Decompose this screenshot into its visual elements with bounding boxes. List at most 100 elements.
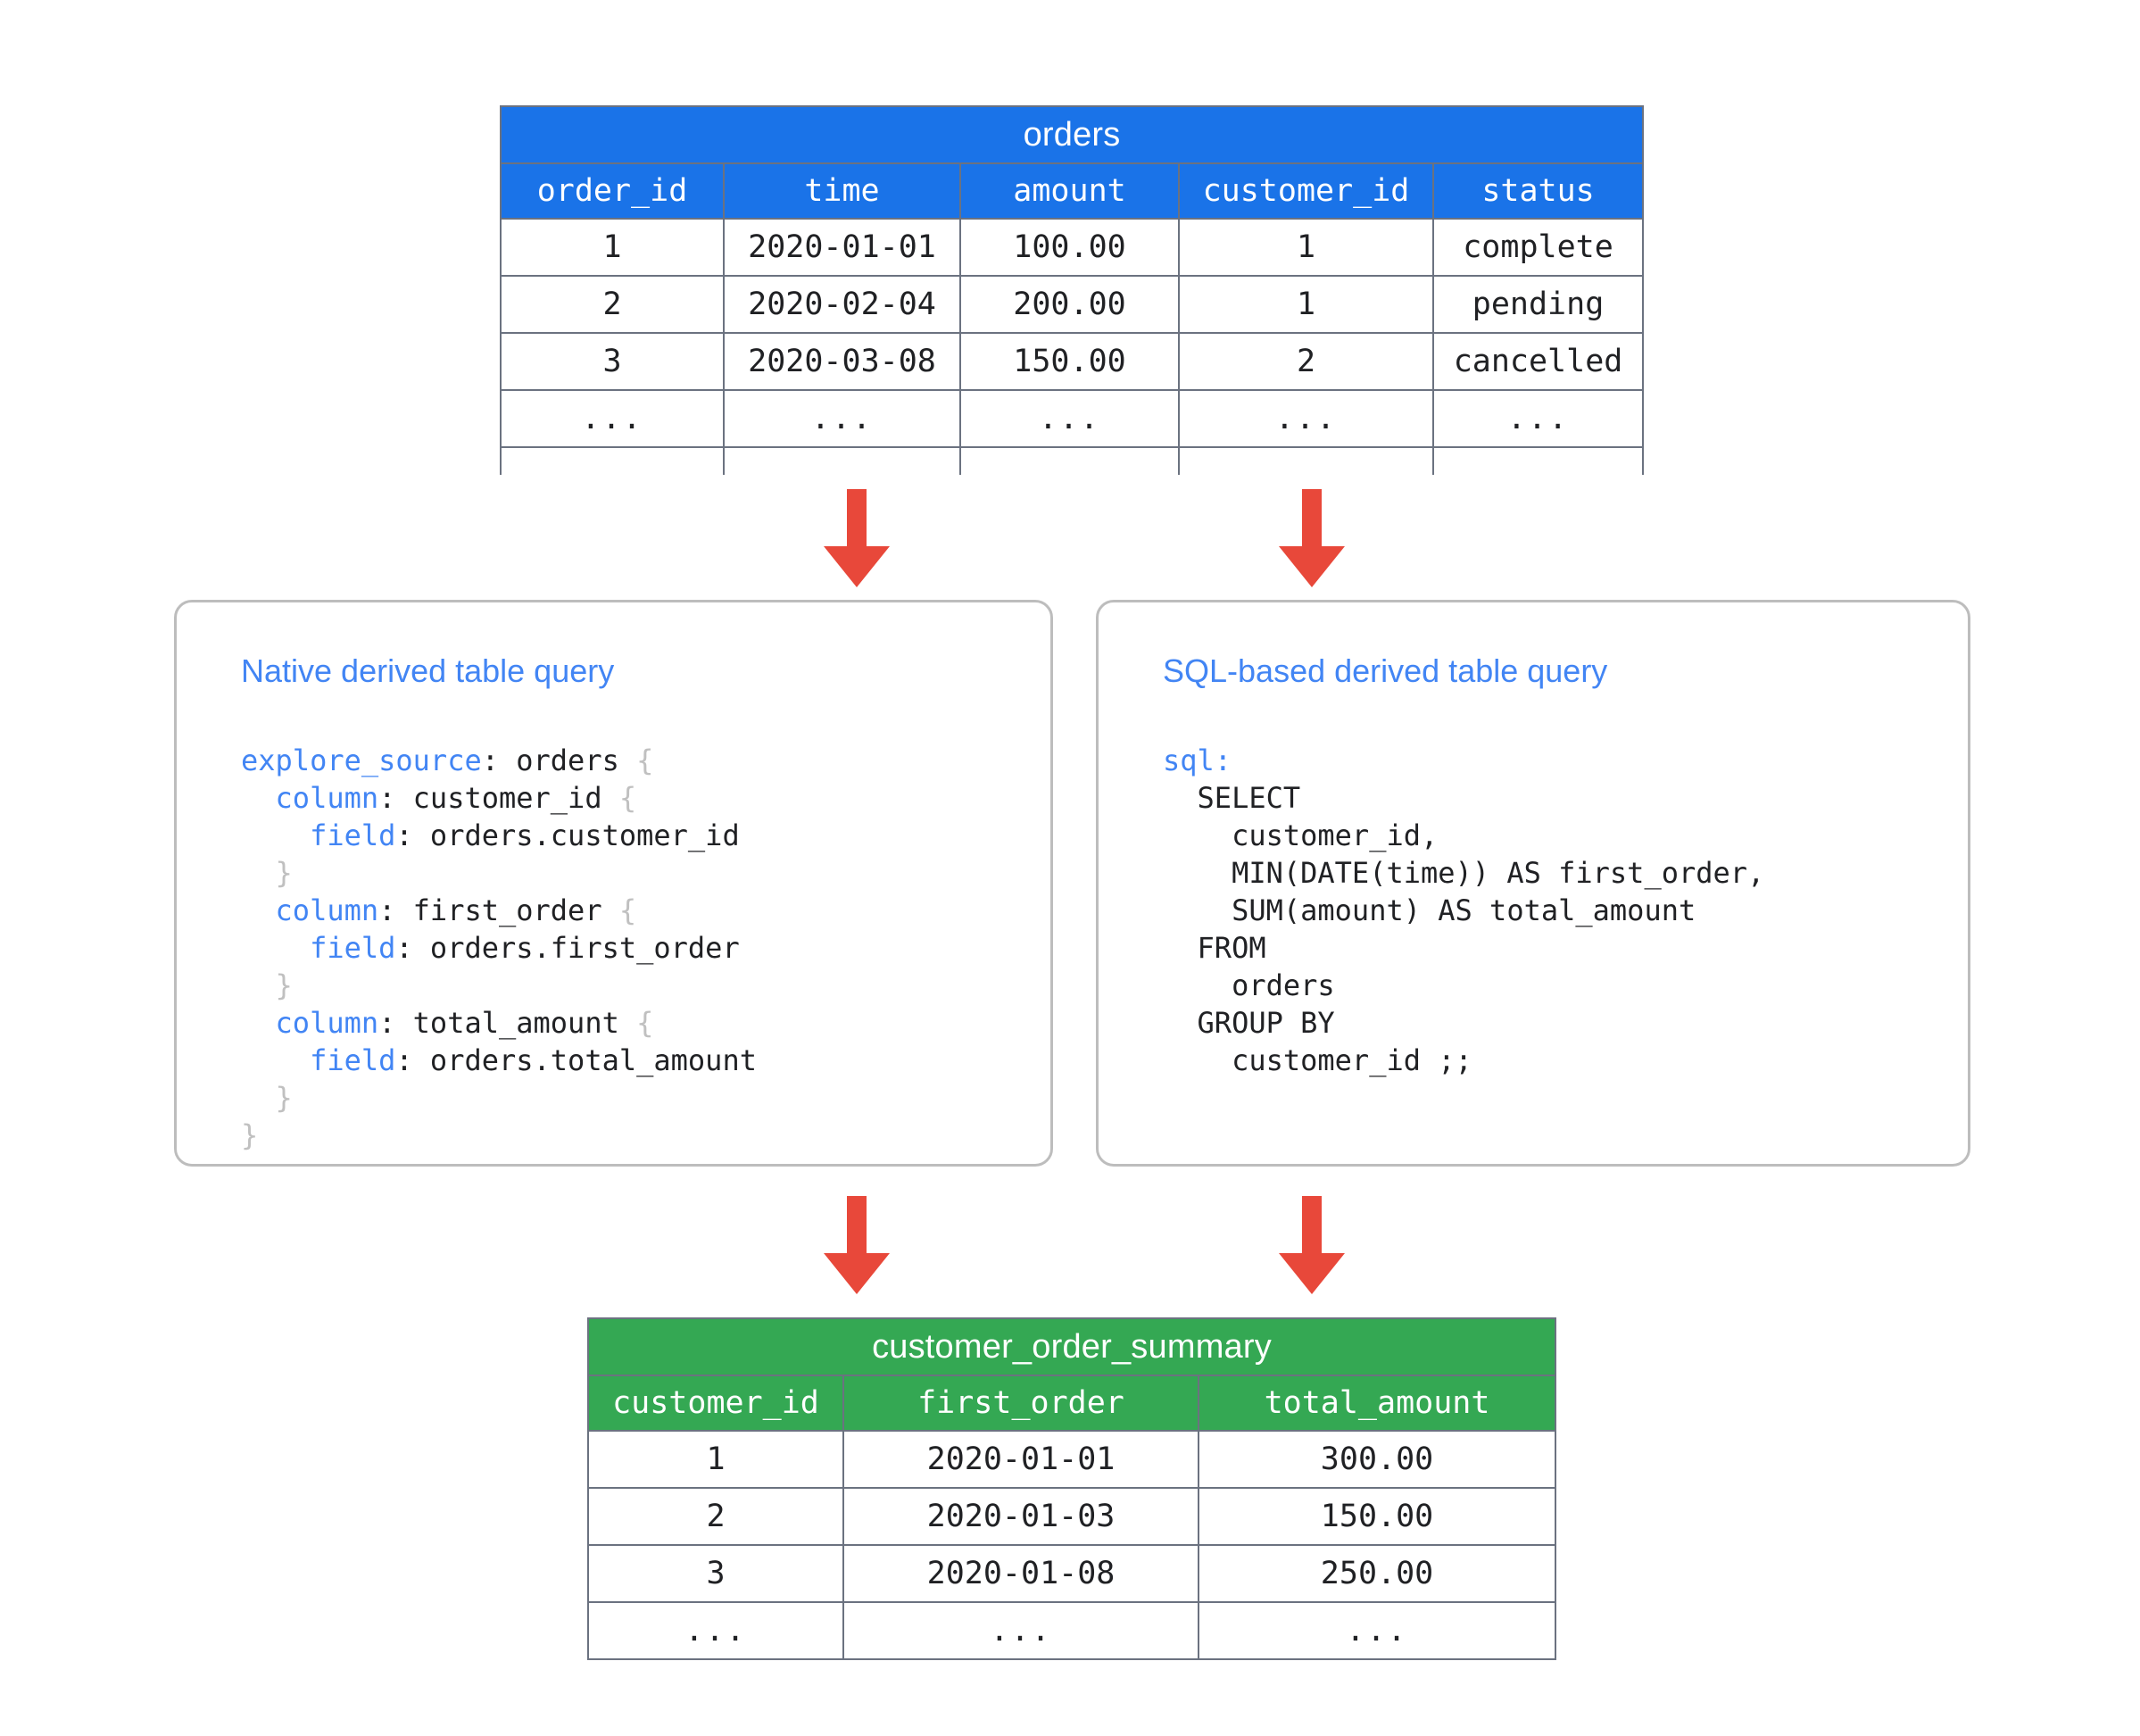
- code-line: orders: [1163, 967, 1764, 1004]
- cell: 2020-01-08: [842, 1544, 1199, 1603]
- code-text: [241, 1006, 276, 1040]
- code-line: field: orders.customer_id: [241, 817, 757, 854]
- arrow-head: [824, 546, 890, 587]
- sql-card-code: sql: SELECT customer_id, MIN(DATE(time))…: [1163, 742, 1764, 1079]
- code-line: }: [241, 1079, 757, 1117]
- arrow-orders-to-native: [821, 489, 892, 587]
- cell: ...: [959, 389, 1180, 448]
- cell: 1: [1178, 275, 1434, 334]
- table-row: 1 2020-01-01 100.00 1 complete: [500, 218, 1645, 277]
- code-brace: {: [618, 781, 637, 815]
- cell: complete: [1431, 218, 1645, 277]
- cell: 250.00: [1197, 1544, 1557, 1603]
- column-header-customer-id: customer_id: [587, 1375, 844, 1432]
- cell: 2020-01-01: [723, 218, 961, 277]
- cell: [500, 446, 725, 475]
- orders-table: orders order_id time amount customer_id …: [499, 105, 1645, 475]
- arrow-sql-to-summary: [1276, 1196, 1348, 1294]
- code-text: customer_id,: [1163, 818, 1439, 852]
- orders-table-title: orders: [499, 105, 1645, 164]
- code-text: : orders.first_order: [395, 931, 740, 965]
- code-keyword: field: [310, 818, 396, 852]
- table-row: 2 2020-01-03 150.00: [587, 1487, 1557, 1546]
- code-text: orders: [1163, 968, 1335, 1002]
- code-text: customer_id ;;: [1163, 1043, 1472, 1077]
- customer-order-summary-table: customer_order_summary customer_id first…: [586, 1317, 1557, 1660]
- cell: 3: [500, 332, 725, 391]
- cell: 1: [1178, 218, 1434, 277]
- cell: 100.00: [959, 218, 1180, 277]
- table-row: 3 2020-03-08 150.00 2 cancelled: [500, 332, 1645, 391]
- table-row: 3 2020-01-08 250.00: [587, 1544, 1557, 1603]
- table-row: 1 2020-01-01 300.00: [587, 1430, 1557, 1489]
- cell: 1: [587, 1430, 844, 1489]
- cell: pending: [1431, 275, 1645, 334]
- column-header-customer-id: customer_id: [1178, 162, 1434, 220]
- code-text: MIN(DATE(time)) AS first_order,: [1163, 856, 1765, 890]
- code-text: [241, 856, 276, 890]
- cell: 3: [587, 1544, 844, 1603]
- arrow-shaft: [1302, 489, 1322, 555]
- code-text: : orders.total_amount: [395, 1043, 757, 1077]
- cell: [723, 446, 961, 475]
- code-keyword: explore_source: [241, 743, 482, 777]
- code-text: [241, 893, 276, 927]
- code-keyword: column: [275, 1006, 379, 1040]
- code-text: [241, 931, 310, 965]
- cell: 2020-01-01: [842, 1430, 1199, 1489]
- code-line: }: [241, 967, 757, 1004]
- code-brace: {: [618, 893, 637, 927]
- code-text: : first_order: [378, 893, 619, 927]
- code-line: field: orders.first_order: [241, 929, 757, 967]
- cell: 2: [587, 1487, 844, 1546]
- arrow-head: [1279, 1253, 1345, 1294]
- arrow-head: [824, 1253, 890, 1294]
- code-text: [241, 1081, 276, 1115]
- code-line: GROUP BY: [1163, 1004, 1764, 1042]
- orders-table-header-row: order_id time amount customer_id status: [500, 162, 1645, 220]
- code-line: FROM: [1163, 929, 1764, 967]
- column-header-time: time: [723, 162, 961, 220]
- code-brace: }: [275, 968, 293, 1002]
- code-text: SUM(amount) AS total_amount: [1163, 893, 1696, 927]
- code-text: : orders: [481, 743, 637, 777]
- code-text: [241, 968, 276, 1002]
- code-line: customer_id,: [1163, 817, 1764, 854]
- cell: [959, 446, 1180, 475]
- code-text: [241, 1043, 310, 1077]
- code-keyword: column: [275, 781, 379, 815]
- cell: 2: [500, 275, 725, 334]
- native-card-title: Native derived table query: [241, 652, 615, 689]
- cell: 150.00: [1197, 1487, 1557, 1546]
- arrow-orders-to-sql: [1276, 489, 1348, 587]
- code-text: SELECT: [1163, 781, 1301, 815]
- code-line: field: orders.total_amount: [241, 1042, 757, 1079]
- cell: ...: [587, 1601, 844, 1660]
- summary-table-title: customer_order_summary: [586, 1317, 1557, 1376]
- code-text: GROUP BY: [1163, 1006, 1335, 1040]
- code-line: }: [241, 1117, 757, 1154]
- column-header-order-id: order_id: [500, 162, 725, 220]
- table-row-truncated: [500, 446, 1645, 475]
- code-brace: }: [275, 856, 293, 890]
- code-line: }: [241, 854, 757, 892]
- arrow-shaft: [1302, 1196, 1322, 1262]
- code-text: FROM: [1163, 931, 1266, 965]
- cell: [1178, 446, 1434, 475]
- column-header-total-amount: total_amount: [1197, 1375, 1557, 1432]
- sql-card-title: SQL-based derived table query: [1163, 652, 1608, 689]
- code-line: sql:: [1163, 742, 1764, 779]
- code-keyword: column: [275, 893, 379, 927]
- cell: cancelled: [1431, 332, 1645, 391]
- cell: 2: [1178, 332, 1434, 391]
- table-row-ellipsis: ... ... ...: [587, 1601, 1557, 1660]
- code-brace: }: [241, 1118, 259, 1152]
- summary-table-title-row: customer_order_summary: [586, 1317, 1557, 1376]
- orders-table-title-row: orders: [499, 105, 1645, 164]
- cell: 300.00: [1197, 1430, 1557, 1489]
- code-line: customer_id ;;: [1163, 1042, 1764, 1079]
- code-text: [241, 781, 276, 815]
- code-brace: {: [636, 1006, 654, 1040]
- table-row-ellipsis: ... ... ... ... ...: [500, 389, 1645, 448]
- native-derived-table-card: Native derived table query explore_sourc…: [174, 600, 1053, 1167]
